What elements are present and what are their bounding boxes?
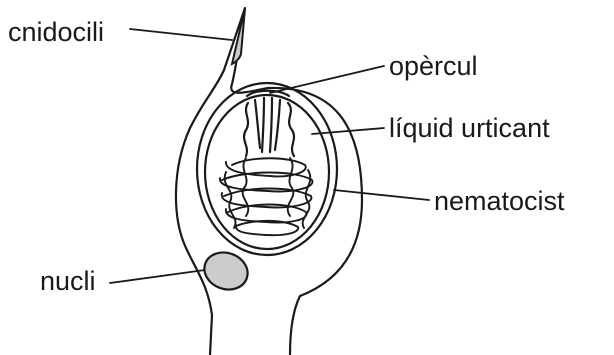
- leader-nucli: [110, 270, 205, 283]
- nucleus: [199, 247, 253, 296]
- label-nucli: nucli: [40, 268, 96, 295]
- nematocyst-capsule-outer: [197, 83, 337, 255]
- leader-nematocist: [334, 190, 429, 200]
- leader-cnidocili: [130, 29, 232, 40]
- label-opercul: opèrcul: [389, 53, 478, 80]
- tube-wavy: [244, 103, 294, 156]
- label-liquid-urticant: líquid urticant: [389, 115, 550, 142]
- label-cnidocili: cnidocili: [8, 19, 104, 46]
- label-nematocist: nematocist: [434, 188, 565, 215]
- tube-shaft: [255, 98, 280, 152]
- cell-membrane: [176, 8, 362, 355]
- cnidocil: [232, 8, 245, 64]
- leader-opercul: [270, 66, 384, 93]
